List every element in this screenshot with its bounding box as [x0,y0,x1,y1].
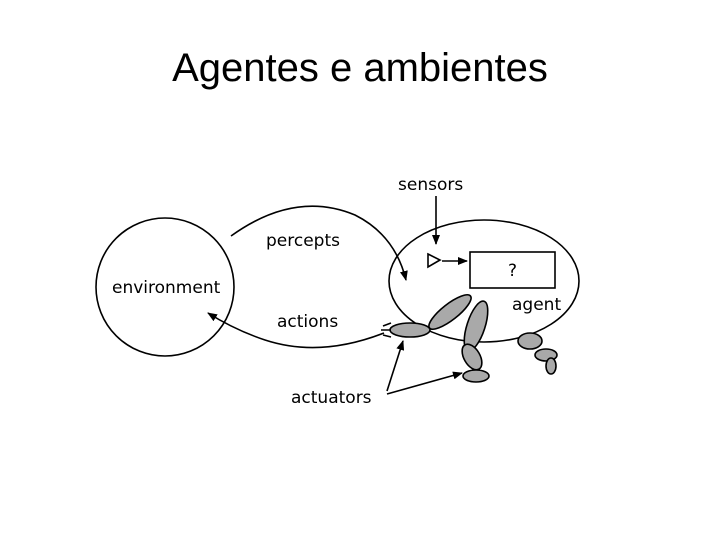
agent-label: agent [512,295,561,315]
slide-title: Agentes e ambientes [172,46,548,90]
environment-circle [95,217,235,357]
agent-program-label: ? [508,261,517,281]
actions-arrow [207,312,385,349]
hand-icon [381,322,392,338]
agent-program-box [469,251,556,289]
forearm-icon [389,322,431,338]
environment-label: environment [112,278,221,298]
actions-label: actions [277,312,338,332]
sensors-label: sensors [398,175,463,195]
actuators-label: actuators [291,388,372,408]
foot-icon [462,369,490,383]
second-leg-upper-icon [517,332,543,350]
percepts-arrow [230,205,408,281]
second-foot-icon [545,357,557,375]
agent-ellipse [388,219,580,343]
actuators-arrow-to-hand [386,340,405,392]
percepts-label: percepts [266,231,340,251]
shin-icon [461,343,483,371]
actuators-arrow-to-foot [386,371,463,395]
eye-sensor-icon [427,252,442,269]
